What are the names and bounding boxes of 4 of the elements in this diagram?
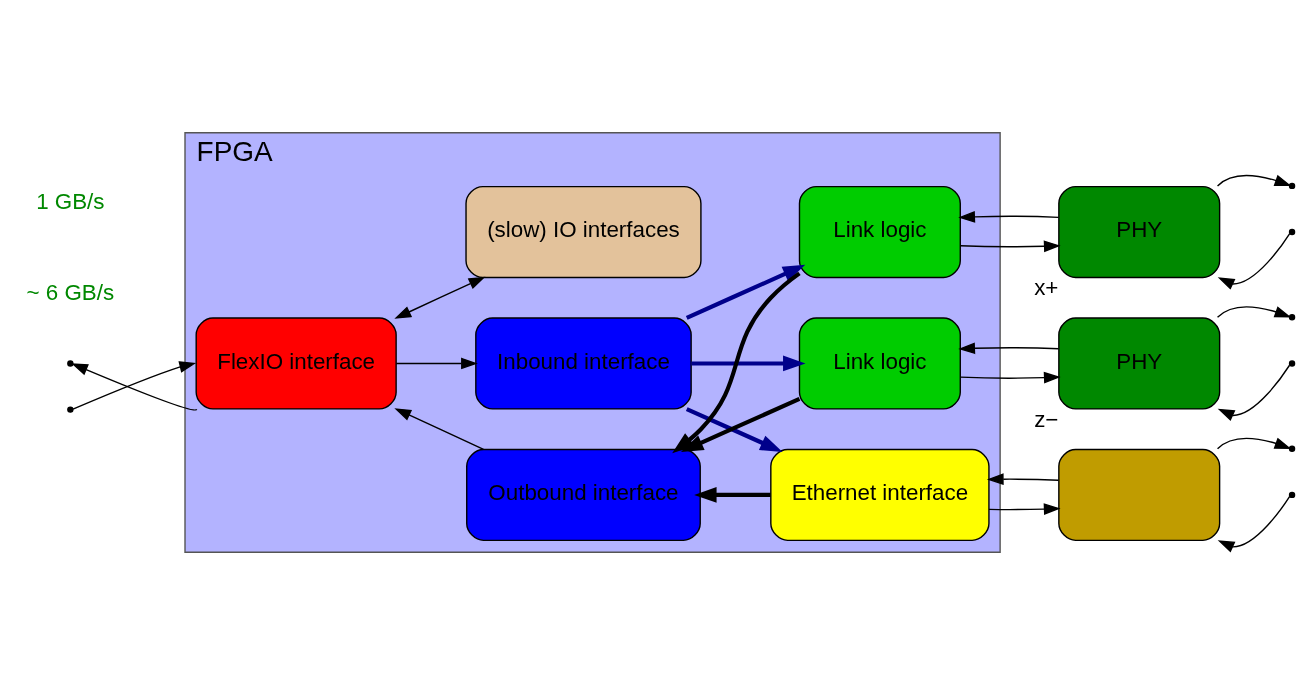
node-label: x+ [1034, 274, 1059, 300]
label: ~ 6 GB/s [26, 279, 115, 305]
node-label: z− [1034, 406, 1059, 432]
label: 1 GB/s [36, 188, 105, 214]
